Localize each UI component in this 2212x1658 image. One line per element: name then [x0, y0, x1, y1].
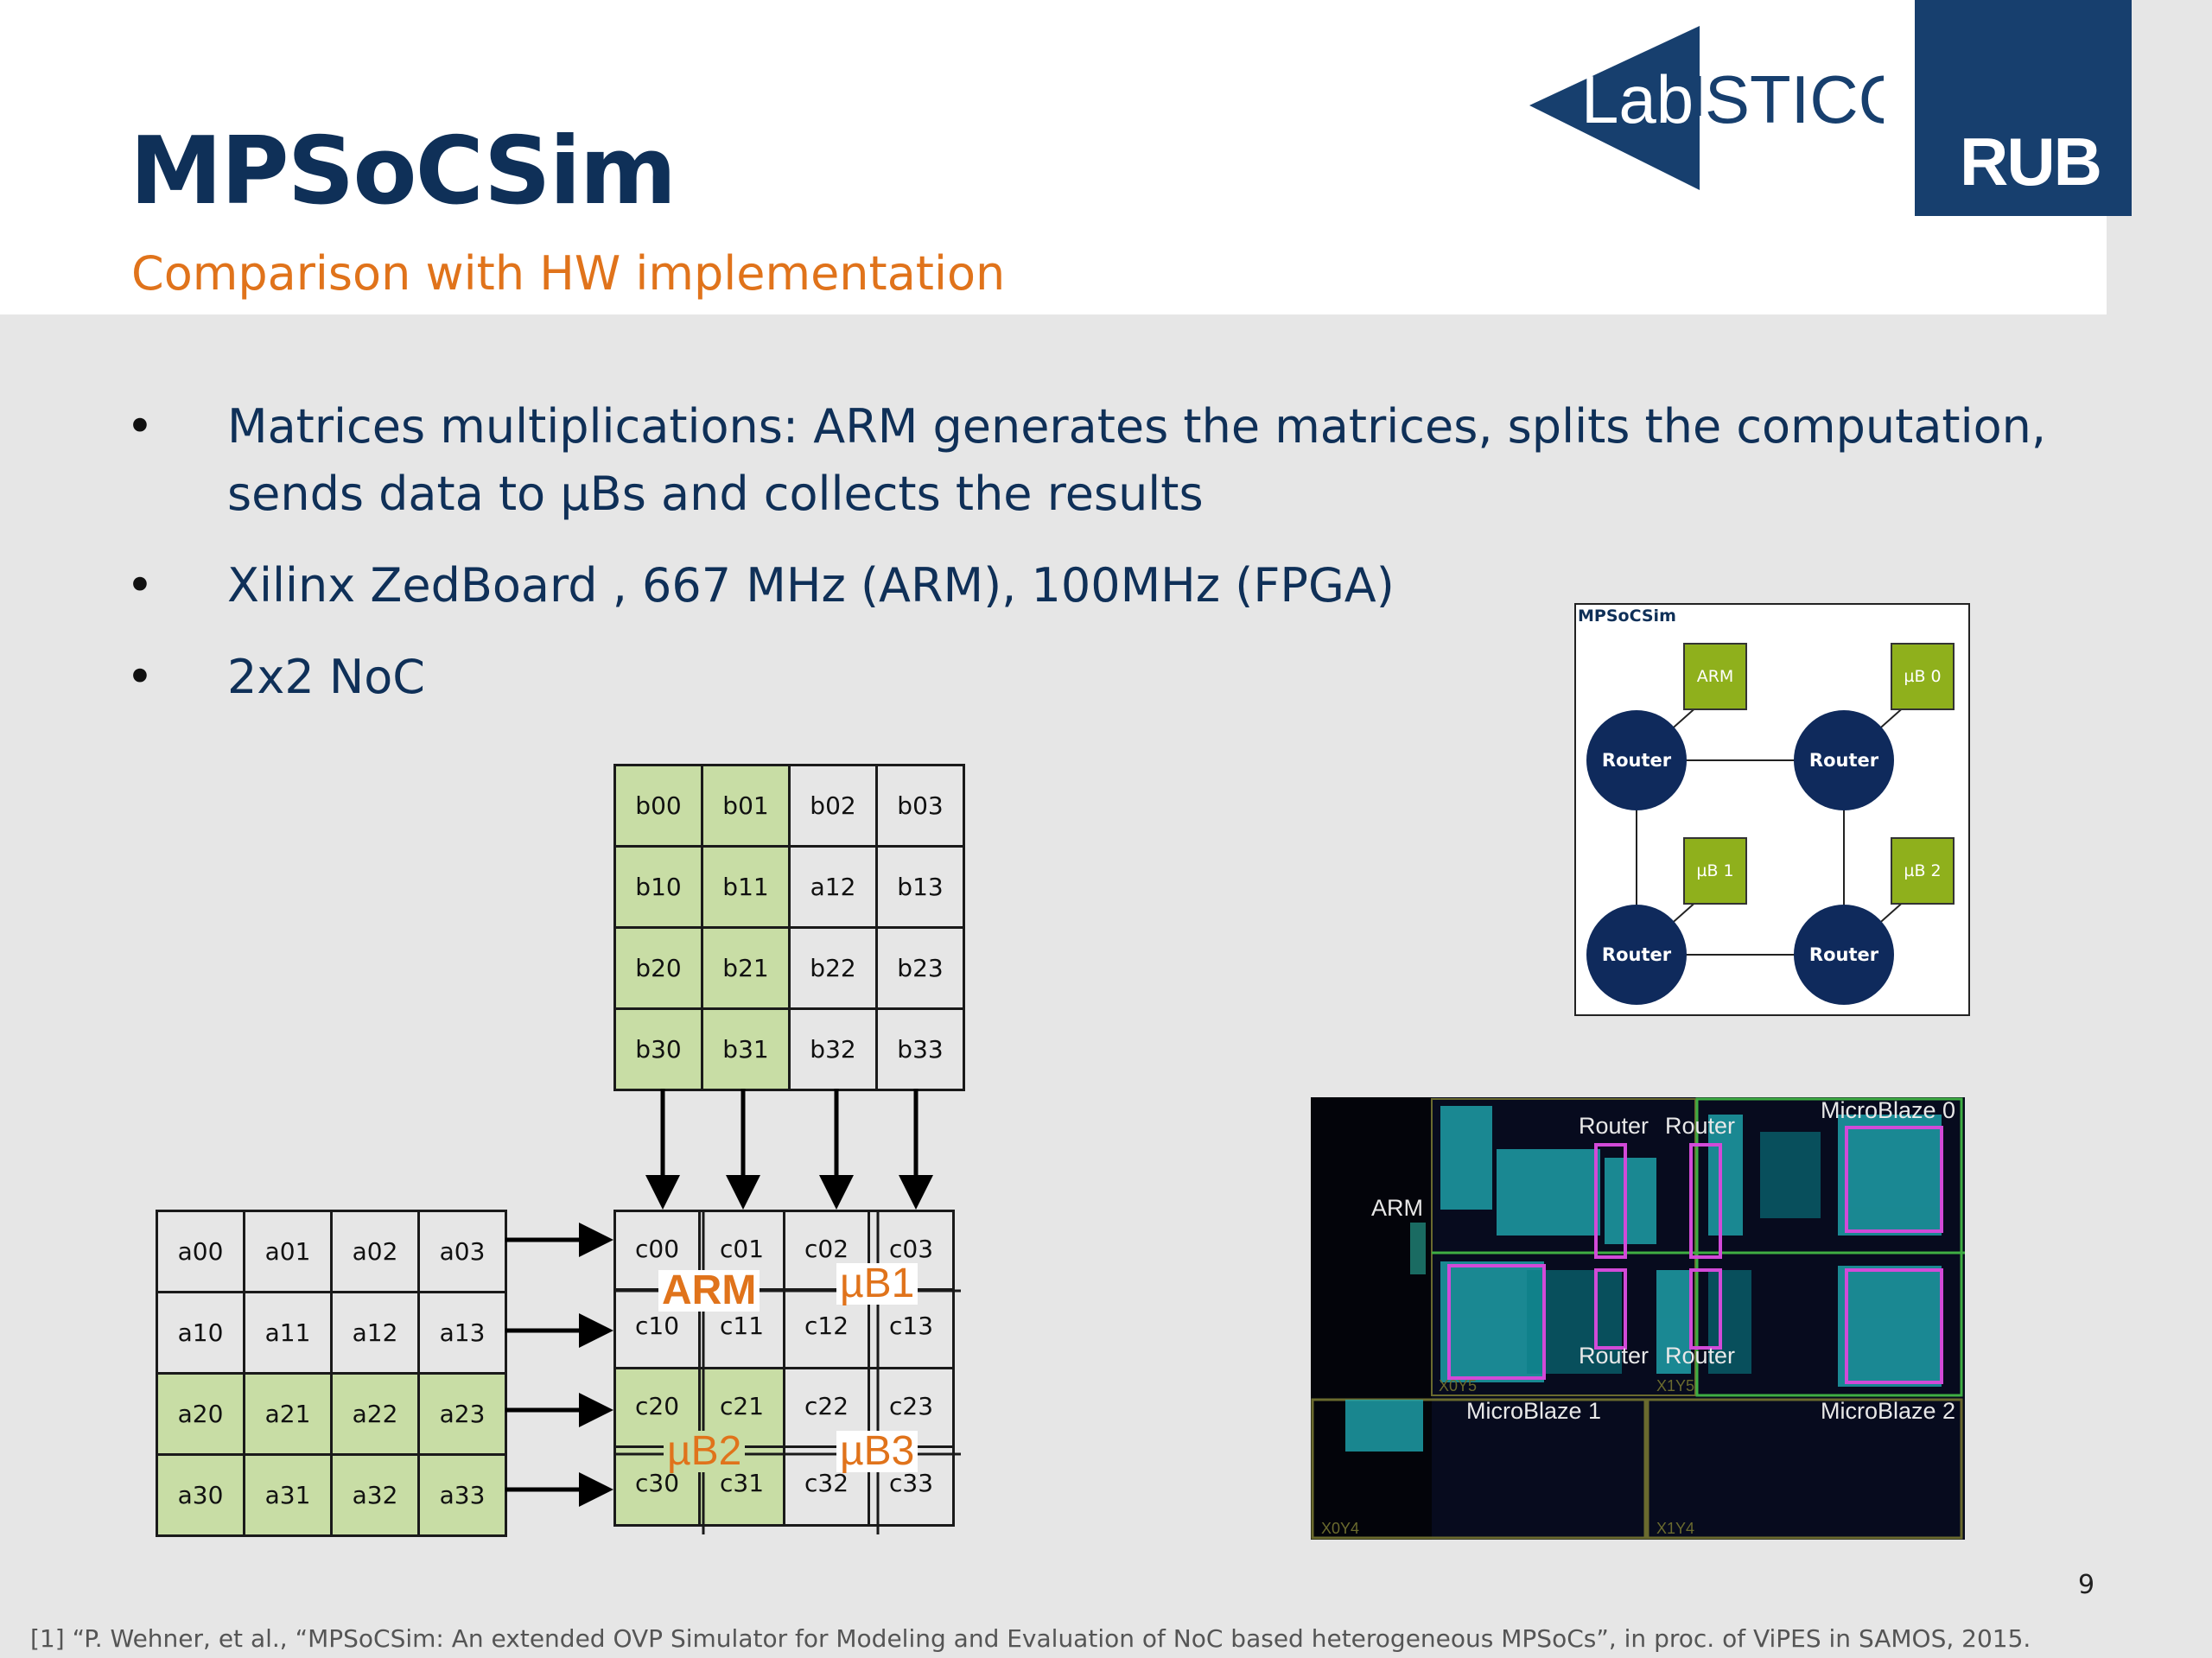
matrix-cell: b20 [613, 926, 703, 1010]
quadrant-label-ub1: µB1 [836, 1263, 918, 1305]
fpga-coord: X0Y5 [1439, 1377, 1478, 1394]
matrix-cell: b30 [613, 1007, 703, 1091]
router-node [1794, 710, 1894, 810]
slide-subtitle: Comparison with HW implementation [131, 246, 1006, 301]
router-node [1794, 905, 1894, 1005]
fpga-label-microblaze0: MicroBlaze 0 [1821, 1097, 1956, 1123]
pe-ub2 [1891, 837, 1955, 905]
matrix-cell: a02 [330, 1210, 420, 1293]
router-label: Router [1809, 944, 1879, 965]
pe-label: µB 2 [1904, 861, 1941, 880]
fpga-coord: X1Y5 [1656, 1377, 1695, 1394]
router-label: Router [1602, 944, 1672, 965]
matrix-cell: b02 [788, 764, 878, 848]
fpga-label-arm: ARM [1371, 1195, 1423, 1221]
labsticc-triangle-icon [1529, 26, 1700, 190]
fpga-label-router: Router [1665, 1113, 1736, 1139]
fpga-coord: X1Y4 [1656, 1520, 1695, 1537]
router-node [1586, 905, 1687, 1005]
matrix-cell: b31 [701, 1007, 791, 1091]
matrix-cell: b01 [701, 764, 791, 848]
matrix-cell: b03 [875, 764, 965, 848]
fpga-label-router: Router [1579, 1113, 1649, 1139]
matrix-cell: c32 [783, 1445, 870, 1527]
matrix-cell: c22 [783, 1367, 870, 1448]
router-node [1586, 710, 1687, 810]
matrix-cell: b21 [701, 926, 791, 1010]
matrix-cell: a22 [330, 1372, 420, 1456]
fpga-coord: X0Y4 [1321, 1520, 1360, 1537]
matrix-cell: a00 [156, 1210, 245, 1293]
matrix-cell: b22 [788, 926, 878, 1010]
matrix-cell: c01 [698, 1210, 785, 1291]
matrix-cell: b10 [613, 845, 703, 929]
fpga-label-microblaze2: MicroBlaze 2 [1821, 1398, 1956, 1424]
matrix-cell: b33 [875, 1007, 965, 1091]
bullet-item: Matrices multiplications: ARM generates … [121, 393, 2056, 528]
slide-title: MPSoCSim [130, 118, 677, 226]
bullet-item: 2x2 NoC [121, 644, 2056, 711]
matrix-cell: a23 [417, 1372, 507, 1456]
quadrant-label-ub3: µB3 [836, 1431, 918, 1472]
matrix-cell: a33 [417, 1453, 507, 1537]
matrix-cell: b11 [701, 845, 791, 929]
pe-label: µB 1 [1696, 861, 1733, 880]
page-number: 9 [2078, 1570, 2095, 1600]
matrix-cell: a10 [156, 1291, 245, 1375]
rub-logo: RUB [1915, 0, 2132, 216]
fpga-floorplan-image: ARM Router Router MicroBlaze 0 Router Ro… [1311, 1097, 1965, 1540]
noc-topology: ARM µB 0 µB 1 µB 2 Router Router Router … [1586, 643, 1955, 1005]
matrix-cell: b32 [788, 1007, 878, 1091]
quadrant-label-arm: ARM [658, 1270, 760, 1312]
noc-diagram-title: MPSoCSim [1578, 607, 1676, 626]
fpga-label-microblaze1: MicroBlaze 1 [1466, 1398, 1602, 1424]
router-label: Router [1809, 750, 1879, 771]
matrix-cell: a32 [330, 1453, 420, 1537]
rub-logo-text: RUB [1960, 124, 2102, 200]
pe-ub0 [1891, 643, 1955, 710]
pe-arm [1683, 643, 1747, 710]
matrix-cell: a12 [330, 1291, 420, 1375]
matrix-cell: a11 [243, 1291, 333, 1375]
matrix-cell: a13 [417, 1291, 507, 1375]
pe-label: ARM [1697, 667, 1734, 686]
labsticc-text-sticc: STICC [1705, 61, 1884, 137]
matrix-cell: b00 [613, 764, 703, 848]
footnote: [1] “P. Wehner, et al., “MPSoCSim: An ex… [30, 1624, 2031, 1653]
pe-ub1 [1683, 837, 1747, 905]
labsticc-text-lab: Lab [1581, 61, 1694, 137]
matrix-cell: a21 [243, 1372, 333, 1456]
fpga-label-router: Router [1665, 1343, 1736, 1369]
fpga-floorplan-graphic [1311, 1097, 1965, 1540]
matrix-cell: b23 [875, 926, 965, 1010]
bullet-list: Matrices multiplications: ARM generates … [121, 393, 2056, 735]
matrix-cell: b13 [875, 845, 965, 929]
matrix-cell: a03 [417, 1210, 507, 1293]
labsticc-logo: Lab STICC [1529, 26, 1884, 190]
fpga-label-router: Router [1579, 1343, 1649, 1369]
matrix-cell: a30 [156, 1453, 245, 1537]
matrix-cell: a31 [243, 1453, 333, 1537]
noc-diagram: MPSoCSim ARM µB 0 µB 1 µB 2 Router Route… [1574, 603, 1970, 1016]
pe-label: µB 0 [1904, 667, 1941, 686]
router-label: Router [1602, 750, 1672, 771]
matrix-cell: a20 [156, 1372, 245, 1456]
matrix-cell: a12 [788, 845, 878, 929]
bullet-item: Xilinx ZedBoard , 667 MHz (ARM), 100MHz … [121, 552, 2056, 619]
slide-header: MPSoCSim Comparison with HW implementati… [0, 0, 2107, 314]
matrix-cell: a01 [243, 1210, 333, 1293]
quadrant-label-ub2: µB2 [664, 1431, 746, 1472]
